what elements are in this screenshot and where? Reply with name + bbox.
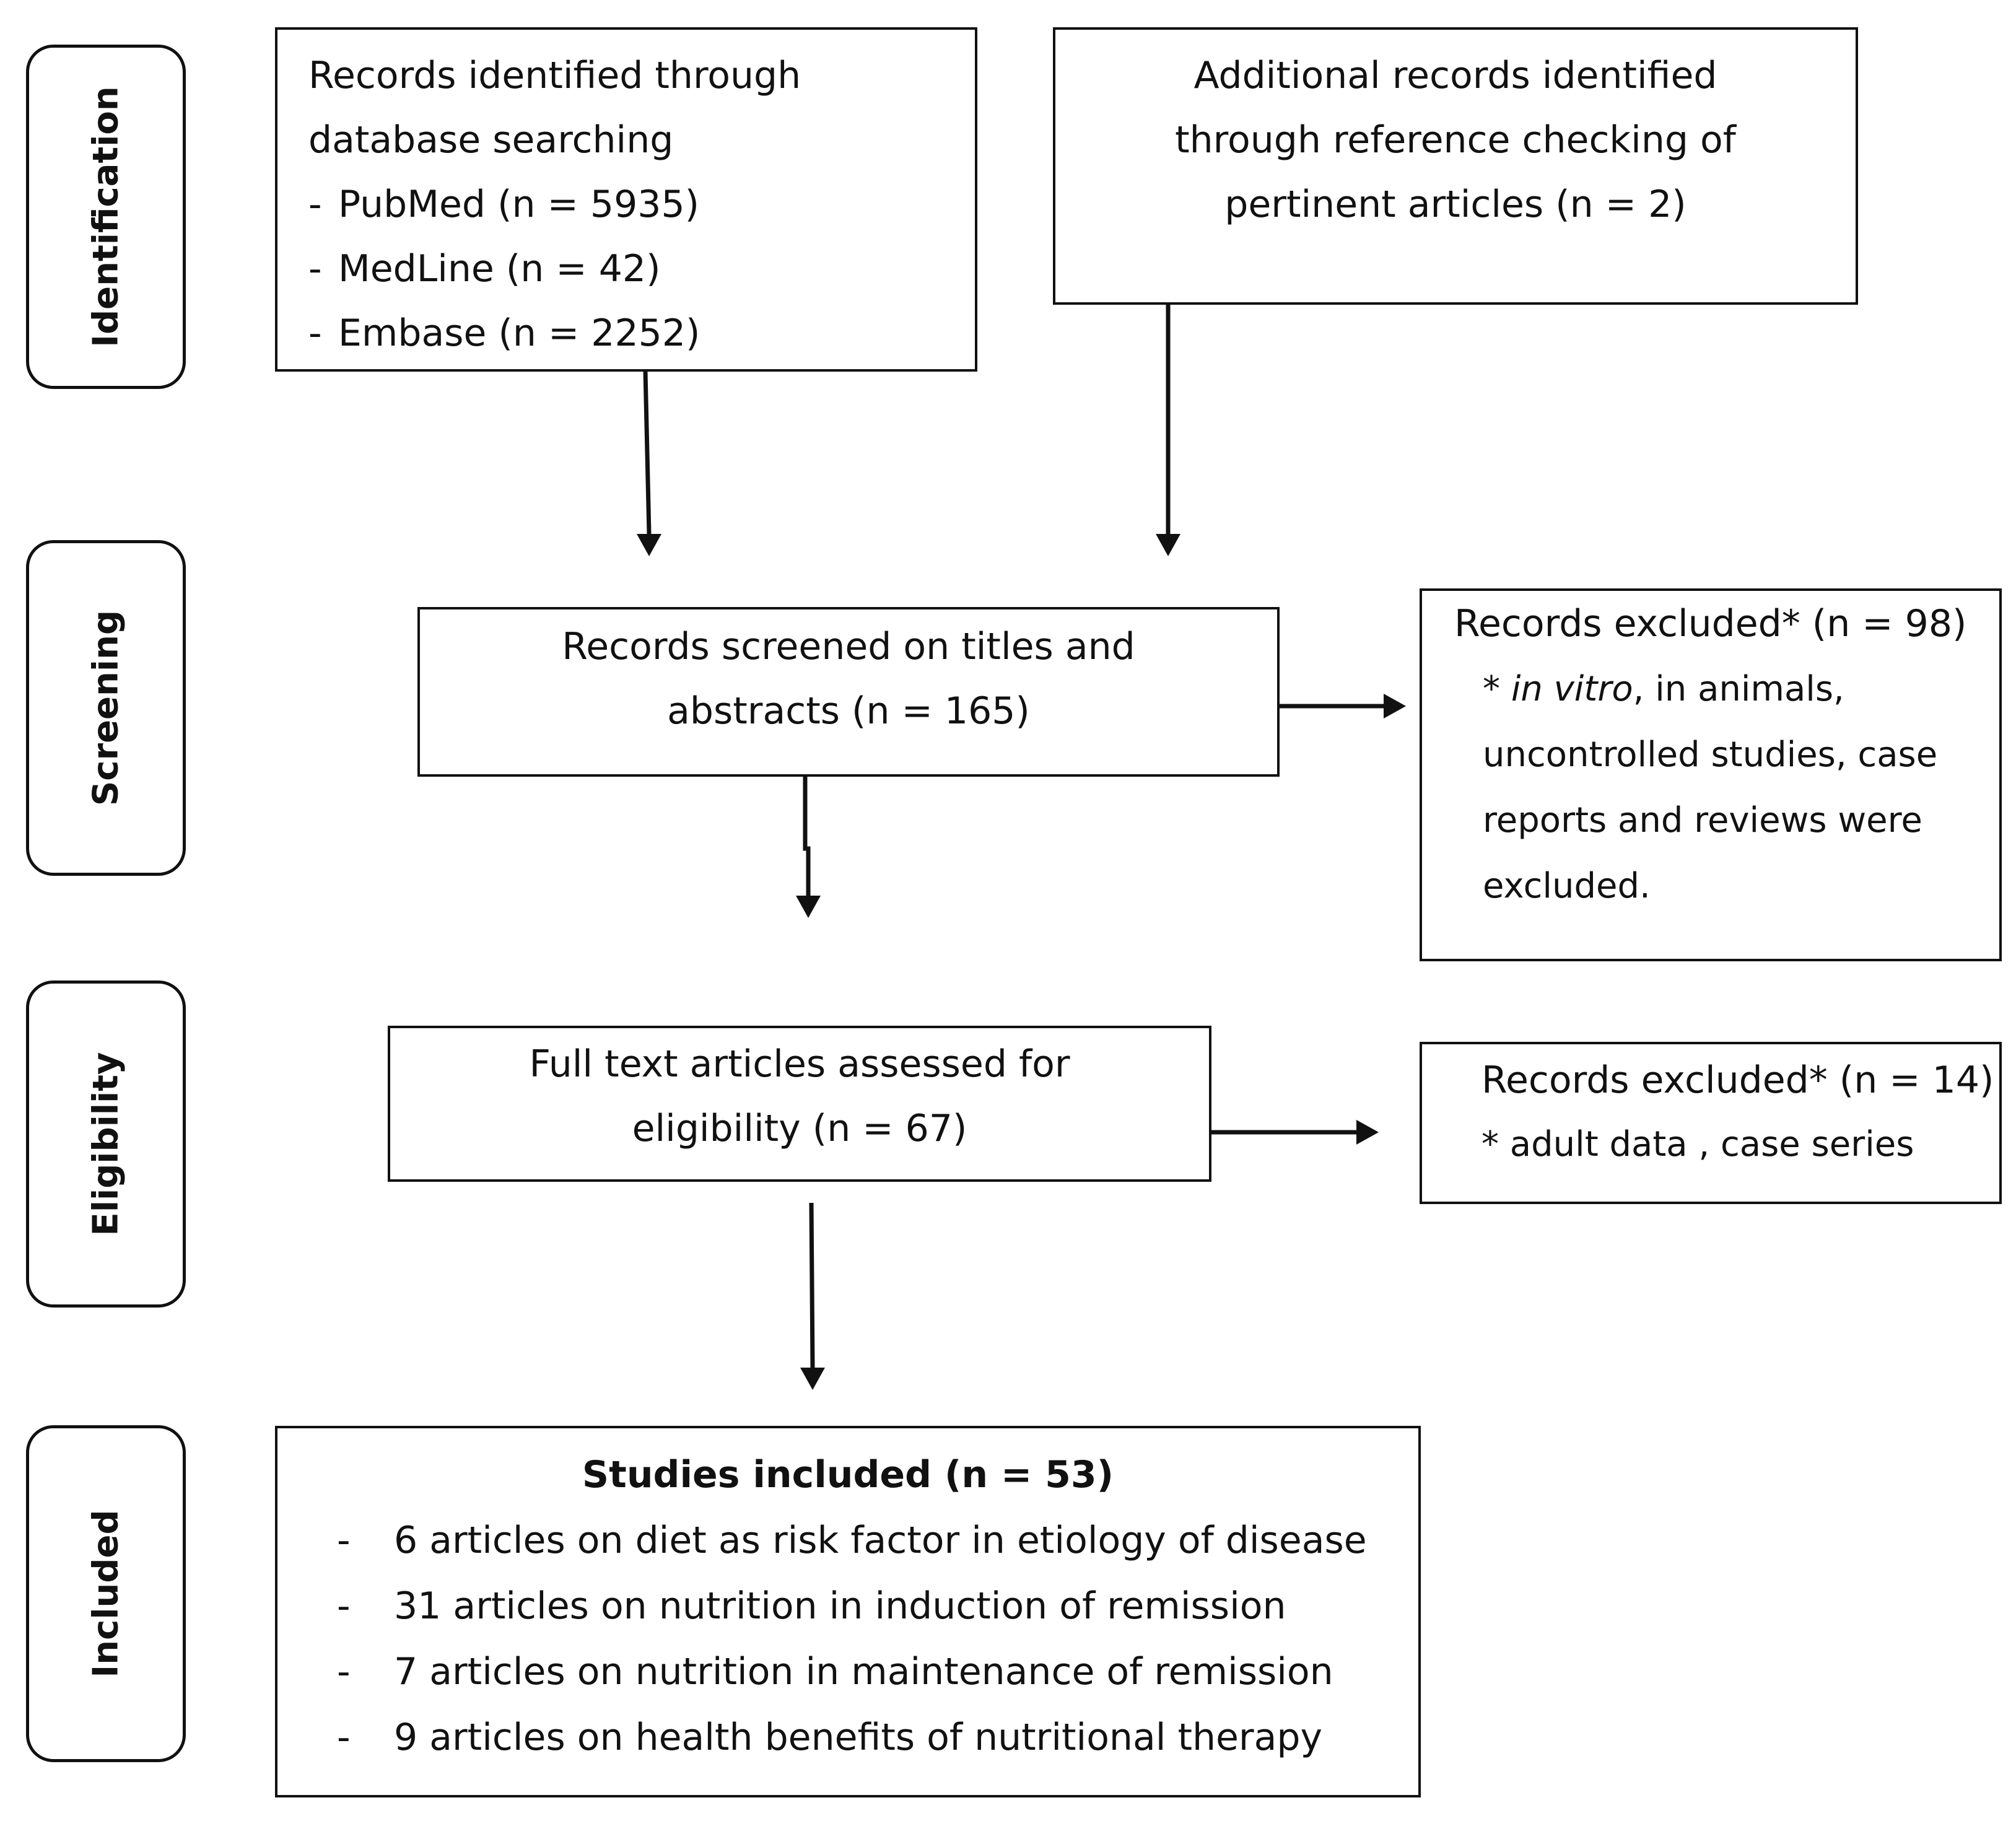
included-item-induction: 31 articles on nutrition in induction of…: [277, 1573, 1418, 1639]
additional-line-3: pertinent articles (n = 2): [1224, 183, 1687, 226]
source-pubmed: PubMed (n = 5935): [308, 172, 975, 237]
arrowhead-eligibility-excluded: [1356, 1120, 1379, 1145]
screening-excluded-note-line-3: reports and reviews were: [1483, 800, 1922, 841]
database-line-2: database searching: [308, 118, 674, 162]
screening-line-1: Records screened on titles and: [562, 625, 1135, 668]
note-in-animals: , in animals,: [1633, 669, 1844, 709]
arrow-screening-to-eligibility: [803, 777, 811, 896]
note-in-vitro: in vitro: [1511, 669, 1633, 709]
database-line-1: Records identified through: [308, 54, 801, 97]
source-medline: MedLine (n = 42): [308, 237, 975, 301]
additional-line-1: Additional records identified: [1193, 54, 1717, 97]
screening-excluded-note-line-1: * in vitro, in animals,: [1454, 657, 1999, 722]
screening-excluded-title: Records excluded* (n = 98): [1454, 602, 1967, 645]
eligibility-box: Full text articles assessed for eligibil…: [388, 1026, 1211, 1182]
arrowhead-eligibility: [796, 896, 821, 918]
source-embase: Embase (n = 2252): [308, 301, 975, 365]
database-search-box: Records identified through database sear…: [275, 27, 977, 372]
eligibility-excluded-note: * adult data , case series: [1481, 1124, 1914, 1164]
included-box: Studies included (n = 53) 6 articles on …: [275, 1426, 1421, 1797]
arrow-eligibility-to-included: [809, 1202, 815, 1368]
included-item-maintenance: 7 articles on nutrition in maintenance o…: [277, 1639, 1418, 1705]
included-item-etiology: 6 articles on diet as risk factor in eti…: [277, 1508, 1418, 1573]
screening-excluded-box: Records excluded* (n = 98) * in vitro, i…: [1420, 588, 2002, 961]
arrowhead-database: [637, 534, 661, 556]
included-item-health-benefits: 9 articles on health benefits of nutriti…: [277, 1705, 1418, 1770]
screening-excluded-note-line-4: excluded.: [1483, 866, 1651, 906]
included-title: Studies included (n = 53): [582, 1453, 1114, 1496]
eligibility-excluded-box: Records excluded* (n = 14) * adult data …: [1420, 1042, 2002, 1204]
eligibility-line-2: eligibility (n = 67): [632, 1107, 967, 1150]
phase-included: Included: [26, 1425, 186, 1762]
phase-identification: Identification: [26, 45, 186, 389]
arrowhead-included: [800, 1368, 825, 1390]
arrow-database-to-screening: [643, 371, 652, 535]
phase-eligibility: Eligibility: [26, 980, 186, 1308]
screening-line-2: abstracts (n = 165): [667, 689, 1030, 733]
additional-records-box: Additional records identified through re…: [1053, 27, 1858, 305]
eligibility-excluded-title: Records excluded* (n = 14): [1481, 1059, 1994, 1102]
screening-excluded-note-line-2: uncontrolled studies, case: [1483, 735, 1938, 775]
screening-box: Records screened on titles and abstracts…: [417, 607, 1280, 777]
arrowhead-additional: [1156, 534, 1180, 556]
note-star: *: [1483, 669, 1511, 709]
additional-line-2: through reference checking of: [1175, 118, 1736, 162]
phase-screening: Screening: [26, 540, 186, 876]
arrowhead-screening-excluded: [1384, 694, 1406, 718]
eligibility-line-1: Full text articles assessed for: [529, 1042, 1070, 1086]
